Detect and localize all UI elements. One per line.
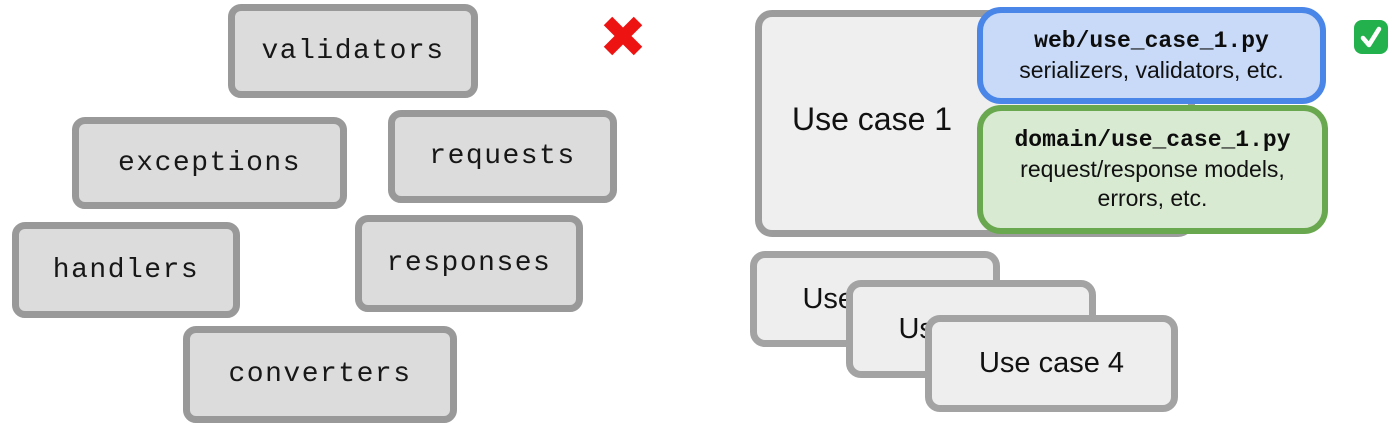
domain-file-description-line1: request/response models, (1020, 156, 1285, 183)
web-file-description: serializers, validators, etc. (1019, 56, 1284, 83)
domain-file-description-line2: errors, etc. (1097, 184, 1208, 211)
module-label: handlers (52, 254, 200, 286)
module-label: exceptions (117, 147, 302, 179)
use-case-4-label: Use case 4 (978, 347, 1125, 379)
check-mark-icon (1354, 20, 1388, 54)
module-box-exceptions: exceptions (72, 117, 347, 209)
module-label: requests (429, 141, 576, 172)
module-box-responses: responses (355, 215, 583, 312)
web-file-box: web/use_case_1.py serializers, validator… (977, 7, 1326, 104)
module-box-converters: converters (183, 326, 457, 423)
domain-file-box: domain/use_case_1.py request/response mo… (977, 105, 1328, 234)
module-label: validators (261, 35, 445, 67)
module-box-handlers: handlers (12, 222, 240, 318)
use-case-4-box: Use case 4 (925, 315, 1178, 412)
module-label: converters (228, 359, 412, 390)
use-case-1-label: Use case 1 (792, 101, 953, 137)
module-label: responses (386, 248, 552, 279)
module-box-validators: validators (228, 4, 478, 98)
cross-mark-icon (603, 16, 643, 56)
module-box-requests: requests (388, 110, 617, 203)
web-filename: web/use_case_1.py (1034, 27, 1269, 54)
domain-filename: domain/use_case_1.py (1014, 127, 1291, 154)
